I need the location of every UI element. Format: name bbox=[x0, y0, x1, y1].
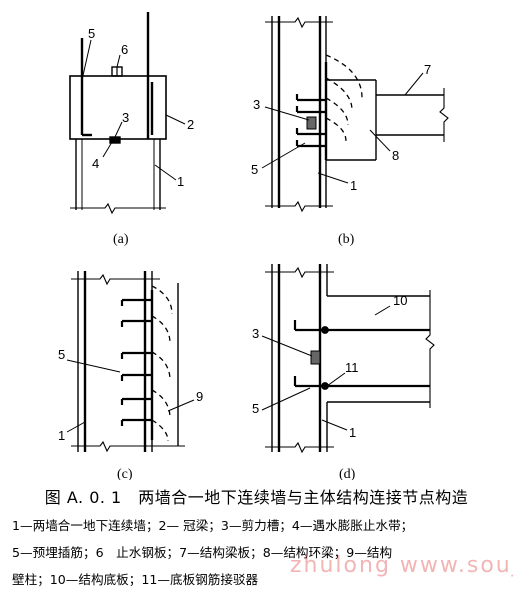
panel-d bbox=[261, 264, 435, 454]
panel-c bbox=[66, 271, 195, 453]
connection-detail-diagram: 5 6 3 2 4 1 (a) 7 3 8 5 1 (b) 5 9 1 (c) … bbox=[58, 12, 449, 480]
figure-caption-title: 图 A. 0. 1 两墙合一地下连续墙与主体结构连接节点构造 bbox=[44, 488, 469, 507]
callout-a-5: 5 bbox=[88, 26, 95, 41]
callout-a-4: 4 bbox=[92, 156, 99, 171]
callout-b-7: 7 bbox=[424, 62, 431, 77]
callout-a-3: 3 bbox=[122, 110, 129, 125]
callout-c-1: 1 bbox=[58, 428, 65, 443]
callout-d-3: 3 bbox=[252, 326, 259, 341]
panel-b bbox=[261, 16, 449, 213]
callout-b-5: 5 bbox=[251, 162, 258, 177]
callout-d-5: 5 bbox=[252, 401, 259, 416]
callout-d-1: 1 bbox=[349, 425, 356, 440]
watermark: zhulong www.soujianzhu.cn bbox=[290, 553, 513, 578]
panel-a bbox=[69, 12, 186, 215]
legend-line-1: 1—两墙合一地下连续墙；2— 冠梁；3—剪力槽；4—遇水膨胀止水带； bbox=[12, 518, 414, 533]
panel-d-label: (d) bbox=[339, 467, 356, 480]
callout-c-9: 9 bbox=[196, 389, 203, 404]
callout-b-3: 3 bbox=[253, 97, 260, 112]
legend-line-2: 5—预埋插筋；6 止水钢板；7—结构梁板；8—结构环梁；9—结构 bbox=[12, 545, 393, 560]
callout-c-5: 5 bbox=[58, 347, 65, 362]
figure-legend: 1—两墙合一地下连续墙；2— 冠梁；3—剪力槽；4—遇水膨胀止水带； 5—预埋插… bbox=[12, 512, 507, 593]
panel-b-label: (b) bbox=[338, 232, 355, 247]
callout-d-10: 10 bbox=[393, 293, 407, 308]
callout-d-11: 11 bbox=[345, 360, 359, 375]
legend-line-3: 壁柱；10—结构底板；11—底板钢筋接驳器 bbox=[12, 572, 259, 587]
callout-a-2: 2 bbox=[187, 117, 194, 132]
callout-b-1: 1 bbox=[350, 178, 357, 193]
panel-c-label: (c) bbox=[117, 467, 133, 480]
callout-b-8: 8 bbox=[392, 148, 399, 163]
callout-a-6: 6 bbox=[121, 42, 128, 57]
panel-a-label: (a) bbox=[113, 232, 129, 247]
callout-a-1: 1 bbox=[177, 174, 184, 189]
